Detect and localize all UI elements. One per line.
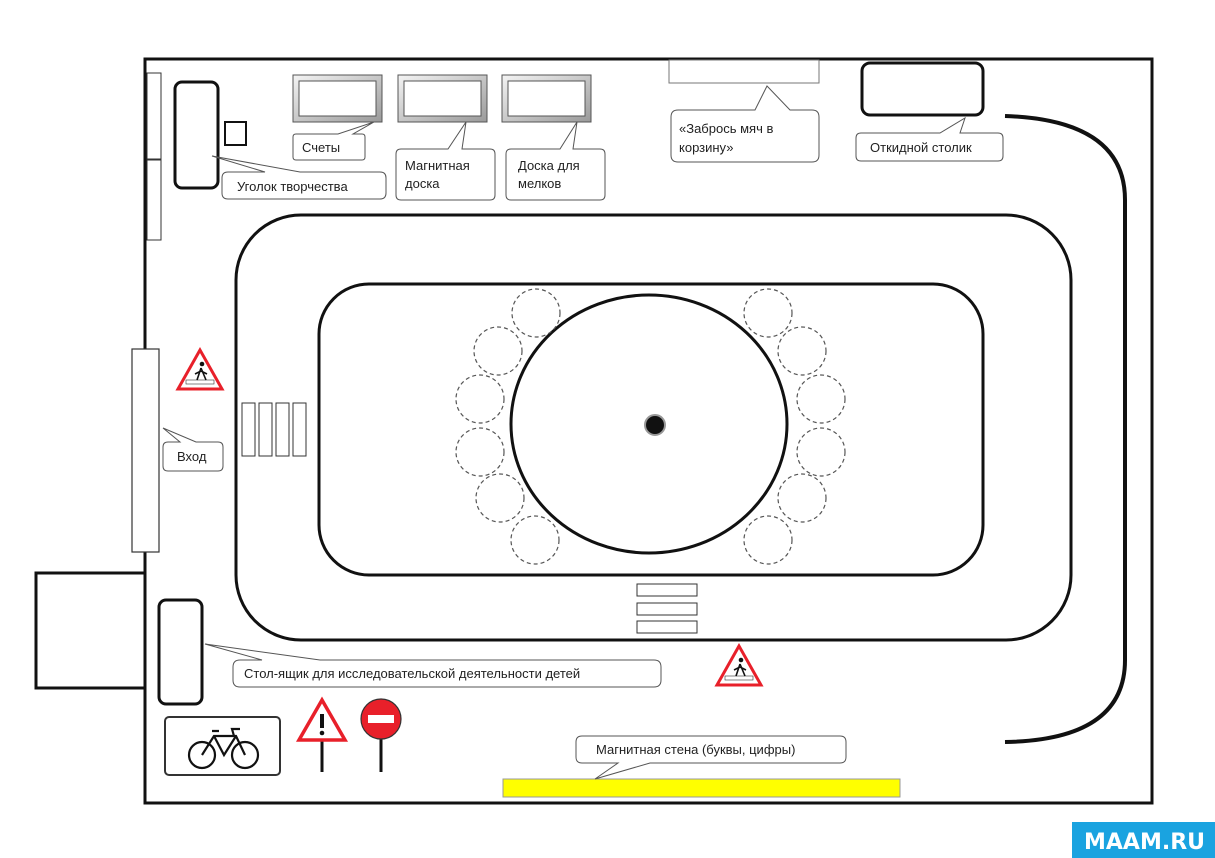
chair	[455, 374, 505, 424]
callout-magnit-doska-text-1: Магнитная	[405, 158, 470, 173]
callout-schety-text: Счеты	[302, 140, 340, 155]
magnetic-wall	[502, 778, 901, 798]
chair	[455, 427, 505, 477]
chair	[510, 515, 560, 565]
callout-zabros-text-1: «Забрось мяч в	[679, 121, 773, 136]
callout-doska-melkov-text-1: Доска для	[518, 158, 580, 173]
small-box	[224, 121, 247, 146]
callout-otkidnoy-text: Откидной столик	[870, 140, 972, 155]
chair	[796, 427, 846, 477]
crosswalk-left	[241, 402, 307, 457]
callout-stol-yashik: Стол-ящик для исследовательской деятельн…	[204, 643, 662, 688]
right-track-line	[1004, 114, 1127, 744]
callout-vhod-text: Вход	[177, 449, 207, 464]
chair	[777, 326, 827, 376]
callout-zabros-text-2: корзину»	[679, 140, 733, 155]
callout-schety: Счеты	[292, 121, 375, 161]
chair	[796, 374, 846, 424]
callout-magnit-stena: Магнитная стена (буквы, цифры)	[575, 735, 847, 780]
chair	[473, 326, 523, 376]
chair	[777, 473, 827, 523]
crosswalk-bottom	[636, 583, 698, 634]
folding-table	[860, 61, 985, 117]
wall-panel-top	[146, 72, 162, 160]
entrance-door	[131, 348, 160, 553]
table-center-dot	[644, 414, 666, 436]
callout-vhod: Вход	[162, 427, 224, 472]
inner-track	[317, 282, 985, 577]
wall-panel-mid	[146, 159, 162, 241]
callout-stol-yashik-text: Стол-ящик для исследовательской деятельн…	[244, 666, 580, 681]
no-entry-sign-icon	[360, 698, 402, 772]
callout-otkidnoy: Откидной столик	[855, 116, 1004, 162]
outside-annex	[34, 571, 147, 690]
callout-ugolok: Уголок творчества	[211, 155, 387, 200]
callout-doska-melkov-text-2: мелков	[518, 176, 561, 191]
chairs	[455, 288, 846, 565]
callout-magnit-doska-text-2: доска	[405, 176, 440, 191]
chair	[743, 288, 793, 338]
callout-doska-melkov: Доска для мелков	[505, 121, 606, 201]
chair	[475, 473, 525, 523]
brand-logo-text: MAAM.RU	[1084, 830, 1205, 855]
research-table	[157, 598, 204, 706]
warning-sign-icon	[295, 696, 349, 772]
chair	[511, 288, 561, 338]
callout-zabros: «Забрось мяч в корзину»	[670, 85, 820, 163]
outer-track	[234, 213, 1073, 642]
pedestrian-crossing-sign-icon	[175, 346, 225, 391]
callout-magnit-doska: Магнитная доска	[395, 121, 496, 201]
chalk-board	[501, 74, 592, 123]
abacus-board	[292, 74, 383, 123]
magnetic-board	[397, 74, 488, 123]
creative-corner-table	[173, 80, 220, 190]
pedestrian-crossing-sign-icon	[714, 642, 764, 687]
basket-board	[668, 59, 820, 84]
callout-ugolok-text: Уголок творчества	[237, 179, 348, 194]
brand-logo: MAAM.RU	[1072, 822, 1215, 858]
callout-magnit-stena-text: Магнитная стена (буквы, цифры)	[596, 742, 795, 757]
bicycle-sign-icon	[164, 716, 281, 776]
chair	[743, 515, 793, 565]
